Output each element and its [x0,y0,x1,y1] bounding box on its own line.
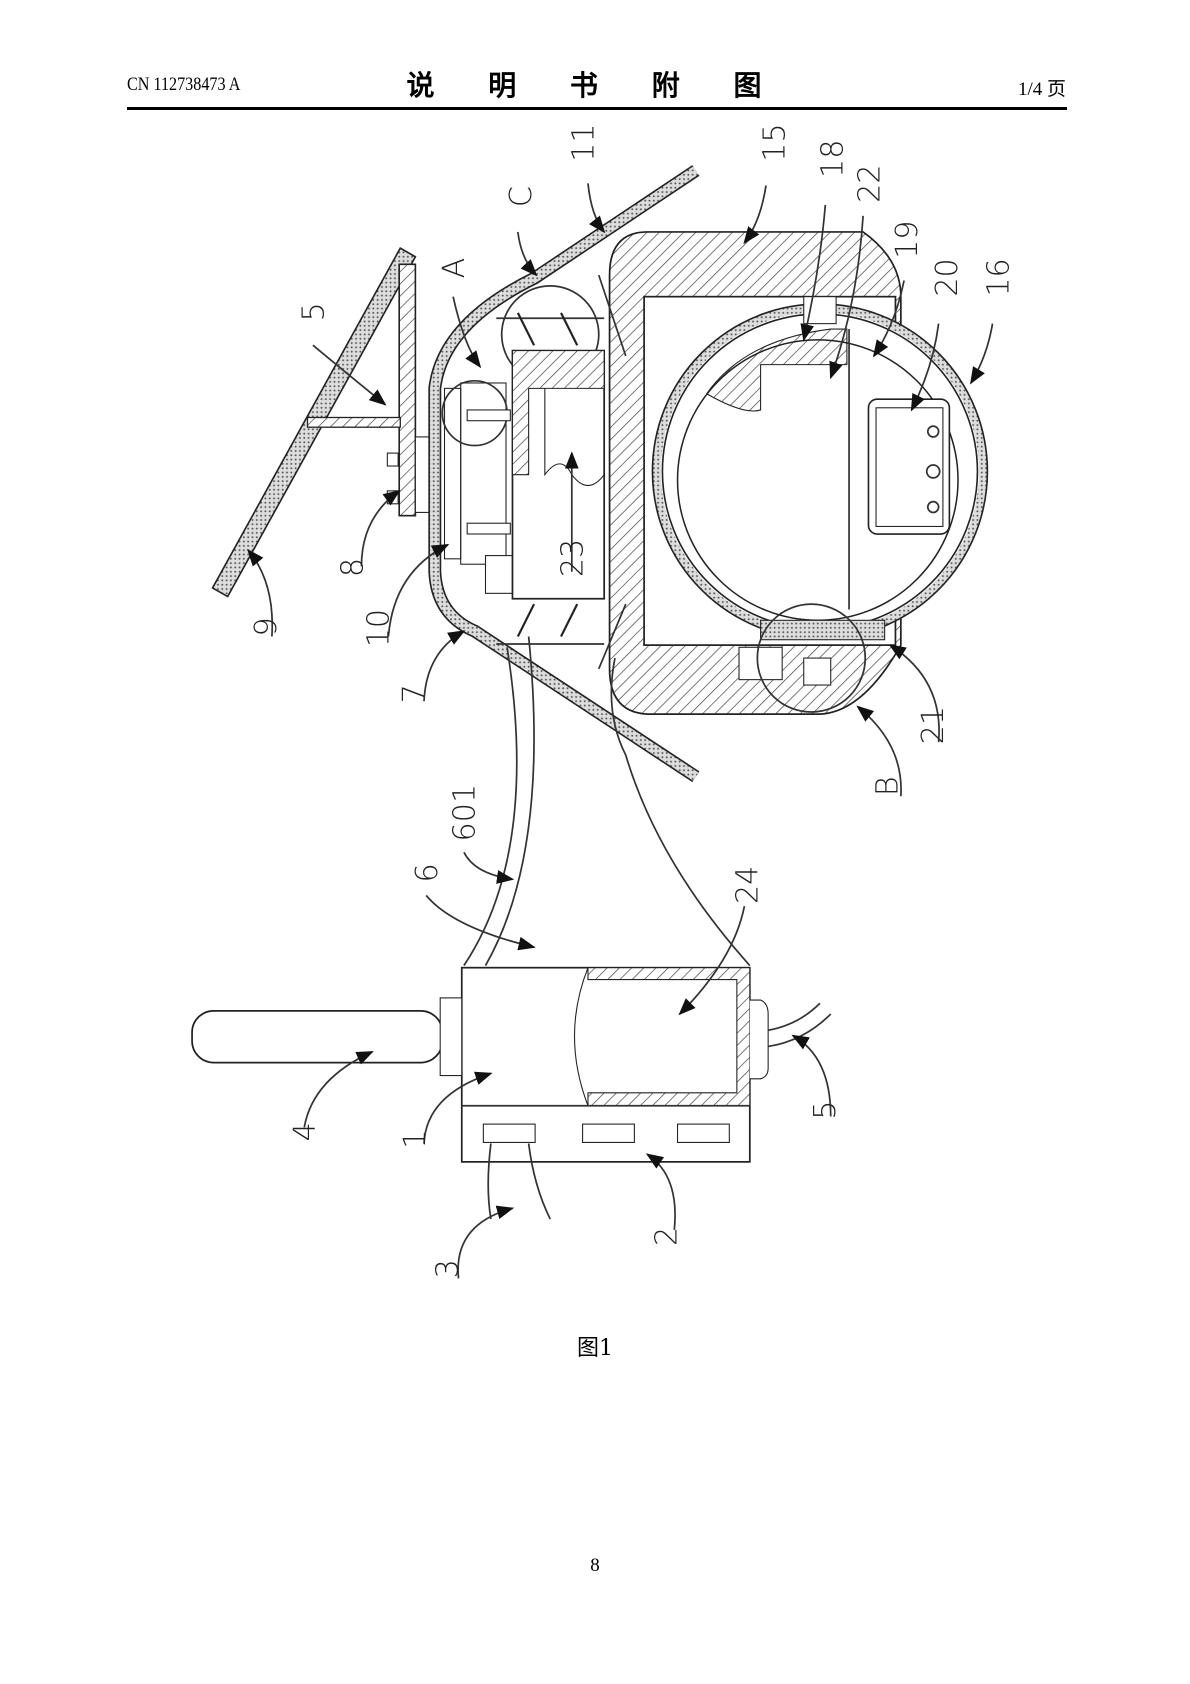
label-4: 4 [288,1122,323,1141]
label-7: 7 [397,684,432,703]
label-22: 22 [852,164,887,202]
label-B: B [871,776,906,796]
housing-shell [428,165,700,783]
document-number: CN 112738473 A [127,74,241,95]
label-5-top: 5 [297,302,332,321]
label-5-bottom: 5 [808,1101,843,1120]
header-divider [127,107,1067,110]
circular-chamber [651,296,989,713]
label-21: 21 [916,706,951,744]
label-19: 19 [890,220,925,258]
label-24: 24 [730,866,765,904]
label-11: 11 [566,123,601,161]
label-2: 2 [649,1227,684,1246]
label-15: 15 [757,123,792,161]
label-16: 16 [982,258,1017,296]
battery-block [466,312,606,637]
label-3: 3 [430,1259,465,1278]
label-9: 9 [249,617,284,636]
leader-lines [247,183,994,1279]
page-count: 1/4 页 [1017,79,1066,100]
label-A: A [437,258,472,279]
label-601: 601 [448,784,483,842]
base-unit [191,636,832,1220]
figure-caption: 图1 [577,1336,613,1361]
label-18: 18 [816,140,851,178]
label-20: 20 [930,258,965,296]
page-title: 说 明 书 附 图 [406,69,784,102]
label-6: 6 [410,863,445,882]
reference-labels: 11 15 18 22 19 20 16 C A 5 8 9 10 7 21 B… [249,123,1017,1278]
label-C: C [504,186,539,207]
label-1: 1 [398,1130,433,1149]
label-8: 8 [336,558,371,577]
solar-panel [211,247,433,598]
page-number: 8 [590,1555,600,1576]
label-23: 23 [556,539,591,577]
label-10: 10 [361,609,396,647]
